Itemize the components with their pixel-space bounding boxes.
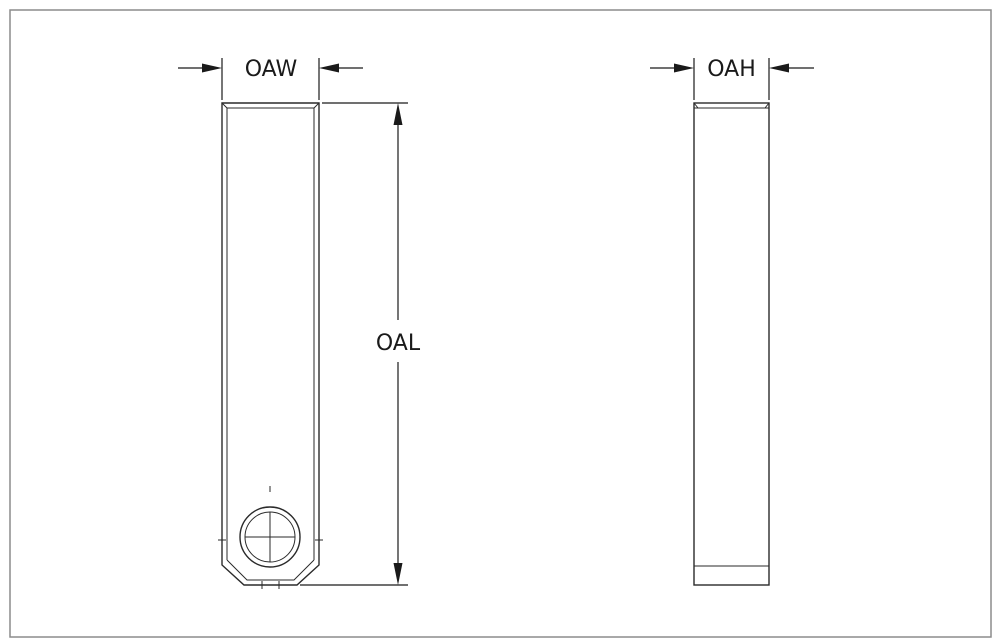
oal-arrow-top [393,103,403,125]
oaw-arrow-left [202,63,222,73]
oah-arrow-left [674,63,694,73]
side-view-corner-tl [693,102,699,109]
oaw-arrow-right [319,63,339,73]
side-view [693,102,770,586]
side-view-corner-tr [764,102,770,109]
oaw-dimension: OAW [178,57,363,100]
hole-outer-circle [239,506,301,568]
oal-arrow-bottom [393,563,403,585]
oal-dimension: OAL [300,102,421,586]
side-view-outline [693,102,770,586]
front-view-corner-tr [313,102,320,109]
front-view-bottom-inner [226,559,315,581]
oah-label: OAH [707,57,756,82]
drawing-frame [9,9,992,638]
oah-arrow-right [769,63,789,73]
oal-label: OAL [376,331,421,356]
front-view [218,102,323,589]
front-view-corner-tl [221,102,228,109]
oaw-label: OAW [245,57,298,82]
oah-dimension: OAH [650,57,814,100]
